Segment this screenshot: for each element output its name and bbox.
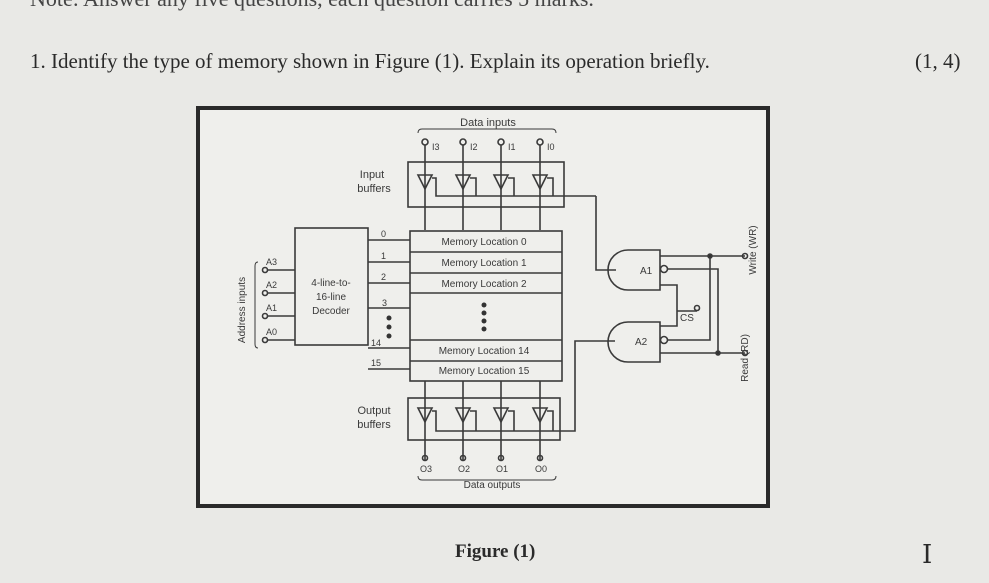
address-a0: A0	[266, 327, 277, 337]
input-i3: I3	[432, 142, 440, 152]
and-gate-a2	[607, 321, 661, 363]
output-o1: O1	[496, 464, 508, 474]
memory-array: Memory Location 0 Memory Location 1 Memo…	[409, 230, 563, 382]
address-inputs: Address inputs A3 A2 A1 A0	[237, 257, 295, 349]
output-buffers-label-2: buffers	[357, 419, 391, 431]
decoder-out-3: 3	[382, 298, 387, 308]
output-buffers: Output buffers O3 O2 O1 O0 Data outputs	[357, 340, 615, 491]
input-buffers-label-2: buffers	[357, 183, 391, 195]
decoder-out-1: 1	[381, 251, 386, 261]
input-buffers-label: Input	[360, 169, 384, 181]
address-a2: A2	[266, 280, 277, 290]
decoder-outputs: 0 1 2 3 14 15	[368, 229, 410, 370]
address-a1: A1	[266, 303, 277, 313]
output-o3: O3	[420, 464, 432, 474]
decoder-out-2: 2	[381, 272, 386, 282]
question-marks: (1, 4)	[915, 49, 961, 73]
decoder-label: 4-line-to-	[311, 278, 350, 289]
memory-location-15: Memory Location 15	[439, 366, 530, 377]
text-cursor-icon: I	[922, 540, 933, 570]
memory-location-1: Memory Location 1	[441, 258, 526, 269]
read-label: Read (RD)	[740, 334, 751, 382]
address-inputs-label: Address inputs	[237, 277, 248, 343]
decoder-box	[294, 227, 369, 346]
question-text: 1. Identify the type of memory shown in …	[30, 49, 710, 73]
cs-label: CS	[680, 313, 694, 324]
memory-location-2: Memory Location 2	[441, 279, 526, 290]
gate-a2-label: A2	[635, 337, 648, 348]
address-a3: A3	[266, 257, 277, 267]
gate-a1-label: A1	[640, 266, 653, 277]
and-gate-a1	[607, 249, 661, 291]
input-i2: I2	[470, 142, 478, 152]
data-outputs-label: Data outputs	[464, 480, 521, 491]
input-buffer-triangles	[416, 145, 616, 271]
memory-location-0: Memory Location 0	[441, 237, 526, 248]
memory-location-14: Memory Location 14	[439, 346, 530, 357]
decoder-out-14: 14	[371, 338, 381, 348]
output-buffers-label: Output	[357, 405, 390, 417]
decoder-label-2: 16-line	[316, 292, 346, 303]
decoder-out-15: 15	[371, 358, 381, 368]
decoder-out-0: 0	[381, 229, 386, 239]
output-o2: O2	[458, 464, 470, 474]
decoder-label-3: Decoder	[312, 306, 350, 317]
instructions-note: Note: Answer any five questions, each qu…	[30, 0, 594, 12]
figure-caption: Figure (1)	[455, 541, 536, 562]
input-i1: I1	[508, 142, 516, 152]
write-label: Write (WR)	[748, 225, 759, 274]
output-o0: O0	[535, 464, 547, 474]
data-inputs-label: Data inputs	[460, 117, 516, 129]
data-input-pins: I3 I2 I1 I0	[421, 138, 555, 152]
input-buffers-box	[407, 161, 565, 208]
control-logic: A1 A2 CS Write (WR) Read (RD)	[607, 225, 759, 382]
input-i0: I0	[547, 142, 555, 152]
